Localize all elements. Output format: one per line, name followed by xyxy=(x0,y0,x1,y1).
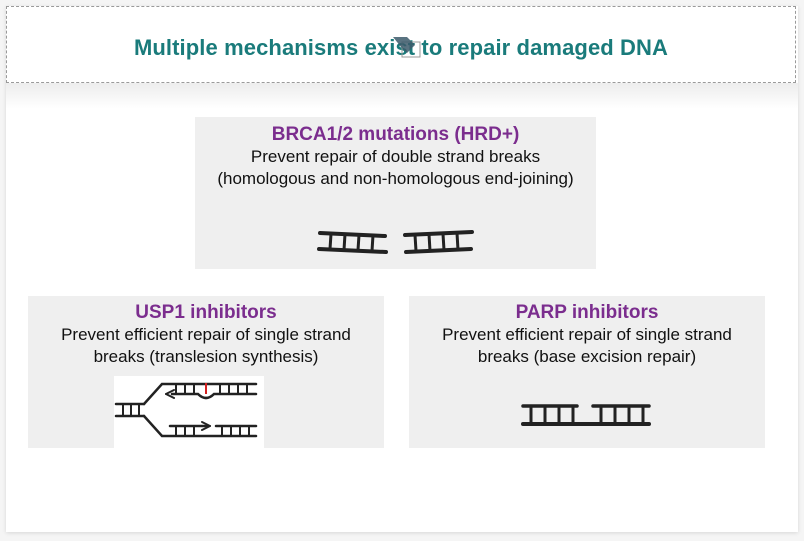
brca-description-line2: (homologous and non-homologous end-joini… xyxy=(217,169,574,188)
usp1-inhibitors-box: USP1 inhibitors Prevent efficient repair… xyxy=(28,296,384,448)
double-strand-break-dna-icon xyxy=(317,230,474,254)
parp-heading: PARP inhibitors xyxy=(515,302,659,323)
text-cursor-icon xyxy=(393,37,421,58)
usp1-description-line2: breaks (translesion synthesis) xyxy=(93,347,319,366)
usp1-heading: USP1 inhibitors xyxy=(135,302,277,323)
parp-inhibitors-box: PARP inhibitors Prevent efficient repair… xyxy=(409,296,765,448)
single-strand-break-dna-icon xyxy=(521,404,651,426)
usp1-description-line1: Prevent efficient repair of single stran… xyxy=(61,325,351,344)
header-shadow xyxy=(6,83,798,109)
brca-heading: BRCA1/2 mutations (HRD+) xyxy=(271,124,520,145)
parp-description-line2: breaks (base excision repair) xyxy=(477,347,697,366)
brca-description-line1: Prevent repair of double strand breaks xyxy=(250,147,541,166)
title-placeholder[interactable]: Multiple mechanisms exist to repair dama… xyxy=(6,6,796,83)
parp-description-line1: Prevent efficient repair of single stran… xyxy=(442,325,732,344)
replication-fork-dna-icon xyxy=(114,376,264,448)
brca-mutation-box: BRCA1/2 mutations (HRD+) Prevent repair … xyxy=(195,117,596,269)
